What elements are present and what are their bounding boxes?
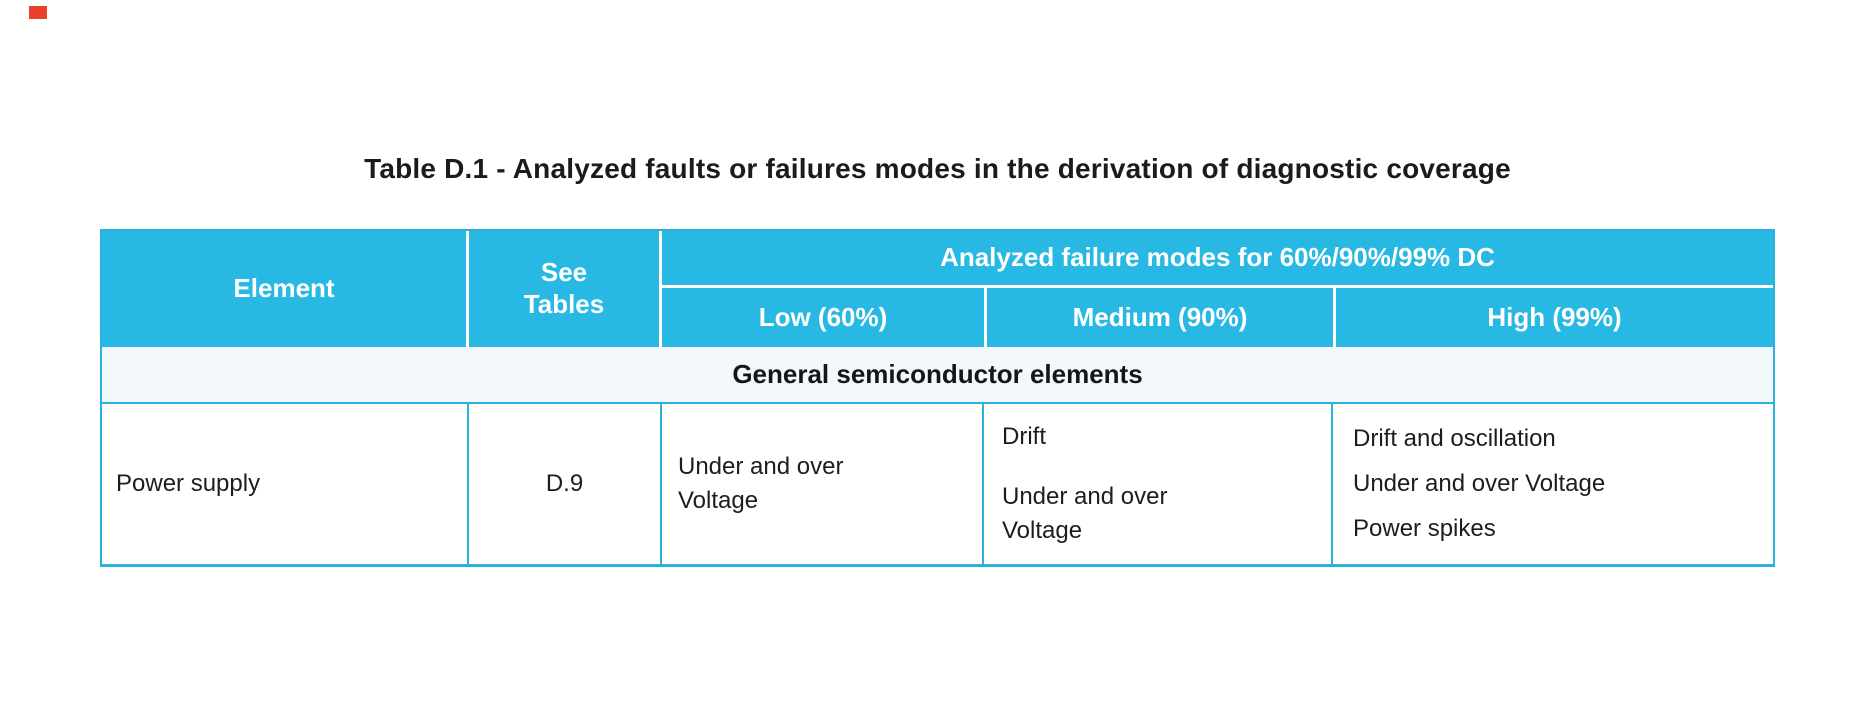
cell-high-text-1: Drift and oscillation [1353, 425, 1556, 452]
table-row: Power supply D.9 Under and over Voltage … [102, 404, 1773, 564]
header-cell-analyzed-failure-modes: Analyzed failure modes for 60%/90%/99% D… [662, 231, 1773, 288]
cell-high: Drift and oscillation Under and over Vol… [1333, 404, 1773, 564]
table-title: Table D.1 - Analyzed faults or failures … [364, 153, 1511, 184]
cell-medium-text-2: Under and over Voltage [1002, 483, 1168, 544]
red-marker [29, 6, 47, 19]
cell-medium-text-1: Drift [1002, 423, 1046, 450]
cell-low: Under and over Voltage [662, 404, 984, 564]
header-cell-low: Low (60%) [758, 301, 888, 332]
header-cell-high: High (99%) [1333, 288, 1773, 347]
cell-element: Power supply [102, 404, 469, 564]
header-cell-element: Element [102, 231, 469, 347]
header-cell-see-tables-label: See Tables [523, 257, 605, 319]
cell-medium: Drift Under and over Voltage [984, 404, 1333, 564]
header-cell-see-tables: See Tables [469, 231, 662, 347]
cell-element-text: Power supply [116, 470, 261, 497]
diagnostic-coverage-table: Element See Tables Analyzed failure mode… [100, 229, 1775, 567]
cell-high-text-2: Under and over Voltage [1353, 470, 1606, 497]
header-cell-medium: Medium (90%) [984, 288, 1333, 347]
section-row-general-semiconductor-elements: General semiconductor elements [102, 347, 1773, 404]
table-header: Element See Tables Analyzed failure mode… [102, 231, 1773, 347]
cell-see-tables-text: D.9 [545, 470, 584, 497]
cell-high-text-3: Power spikes [1353, 515, 1496, 542]
cell-low-text: Under and over Voltage [678, 453, 844, 514]
cell-see-tables: D.9 [469, 404, 662, 564]
